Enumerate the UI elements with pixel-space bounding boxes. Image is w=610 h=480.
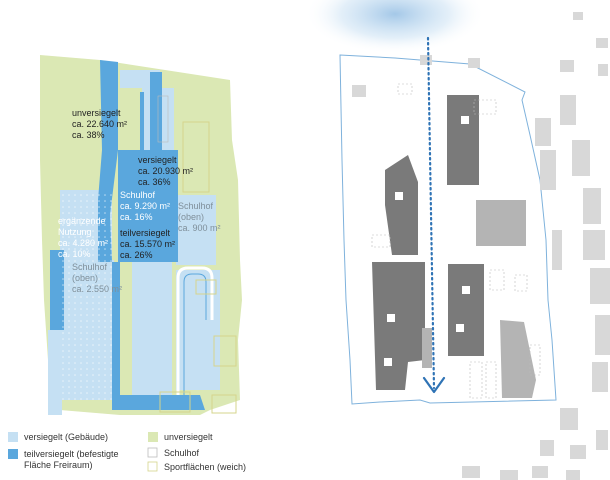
legend: versiegelt (Gebäude) teilversiegelt (bef… [8, 432, 246, 472]
svg-text:ca. 10%: ca. 10% [58, 249, 91, 259]
school-buildings-light [422, 200, 536, 398]
label-unsealed: unversiegelt ca. 22.640 m² ca. 38% [72, 108, 127, 140]
svg-text:ca. 16%: ca. 16% [120, 212, 153, 222]
legend-label-partially-sealed-1: teilversiegelt (befestigte [24, 449, 119, 459]
label-sealed: versiegelt ca. 20.930 m² ca. 36% [138, 155, 193, 187]
svg-text:Schulhof: Schulhof [178, 201, 214, 211]
svg-text:ergänzende: ergänzende [58, 216, 106, 226]
svg-text:ca. 38%: ca. 38% [72, 130, 105, 140]
legend-label-sport: Sportflächen (weich) [164, 462, 246, 472]
legend-label-sealed: versiegelt (Gebäude) [24, 432, 108, 442]
legend-label-unsealed: unversiegelt [164, 432, 213, 442]
schoolyard-outline [157, 95, 169, 143]
legend-swatch-schoolyard [147, 447, 158, 458]
svg-text:ca. 15.570 m²: ca. 15.570 m² [120, 239, 175, 249]
svg-text:(oben): (oben) [178, 212, 204, 222]
svg-text:versiegelt: versiegelt [138, 155, 177, 165]
neighbor-buildings [352, 12, 610, 480]
svg-text:teilversiegelt: teilversiegelt [120, 228, 171, 238]
right-plan [305, 0, 610, 480]
label-schoolyard-upper: Schulhof (oben) ca. 900 m² [178, 201, 221, 233]
label-schoolyard: Schulhof ca. 9.290 m² ca. 16% [120, 190, 170, 222]
svg-text:ca. 20.930 m²: ca. 20.930 m² [138, 166, 193, 176]
gradient-blob-icon [305, 0, 485, 54]
texture-overlay [60, 190, 112, 400]
svg-text:ca. 26%: ca. 26% [120, 250, 153, 260]
building-windows [384, 116, 470, 366]
svg-text:ca. 22.640 m²: ca. 22.640 m² [72, 119, 127, 129]
label-schoolyard-upper-2: Schulhof (oben) ca. 2.550 m² [72, 262, 122, 294]
running-track [176, 266, 214, 395]
left-plan: unversiegelt ca. 22.640 m² ca. 38% versi… [40, 55, 242, 415]
sport-areas [159, 121, 237, 414]
legend-swatch-unsealed [148, 432, 158, 442]
dotted-arrow-down-icon [426, 36, 436, 390]
legend-label-partially-sealed-2: Fläche Freiraum) [24, 460, 93, 470]
svg-text:Nutzung: Nutzung [58, 227, 92, 237]
schoolyard-outlines [371, 83, 541, 399]
label-partially-sealed: teilversiegelt ca. 15.570 m² ca. 26% [120, 228, 175, 260]
svg-text:ca. 900 m²: ca. 900 m² [178, 223, 221, 233]
legend-swatch-sport [147, 461, 158, 472]
svg-text:ca. 2.550 m²: ca. 2.550 m² [72, 284, 122, 294]
svg-text:ca. 4.280 m²: ca. 4.280 m² [58, 238, 108, 248]
site-outline [339, 54, 557, 405]
svg-text:ca. 36%: ca. 36% [138, 177, 171, 187]
svg-text:unversiegelt: unversiegelt [72, 108, 121, 118]
svg-text:ca. 9.290 m²: ca. 9.290 m² [120, 201, 170, 211]
legend-label-schoolyard: Schulhof [164, 448, 200, 458]
legend-swatch-sealed [8, 432, 18, 442]
arrow-head-icon [422, 376, 446, 394]
label-additional-use: ergänzende Nutzung ca. 4.280 m² ca. 10% [58, 216, 108, 259]
legend-swatch-partially-sealed [8, 449, 18, 459]
svg-text:Schulhof: Schulhof [72, 262, 108, 272]
svg-text:(oben): (oben) [72, 273, 98, 283]
svg-text:Schulhof: Schulhof [120, 190, 156, 200]
